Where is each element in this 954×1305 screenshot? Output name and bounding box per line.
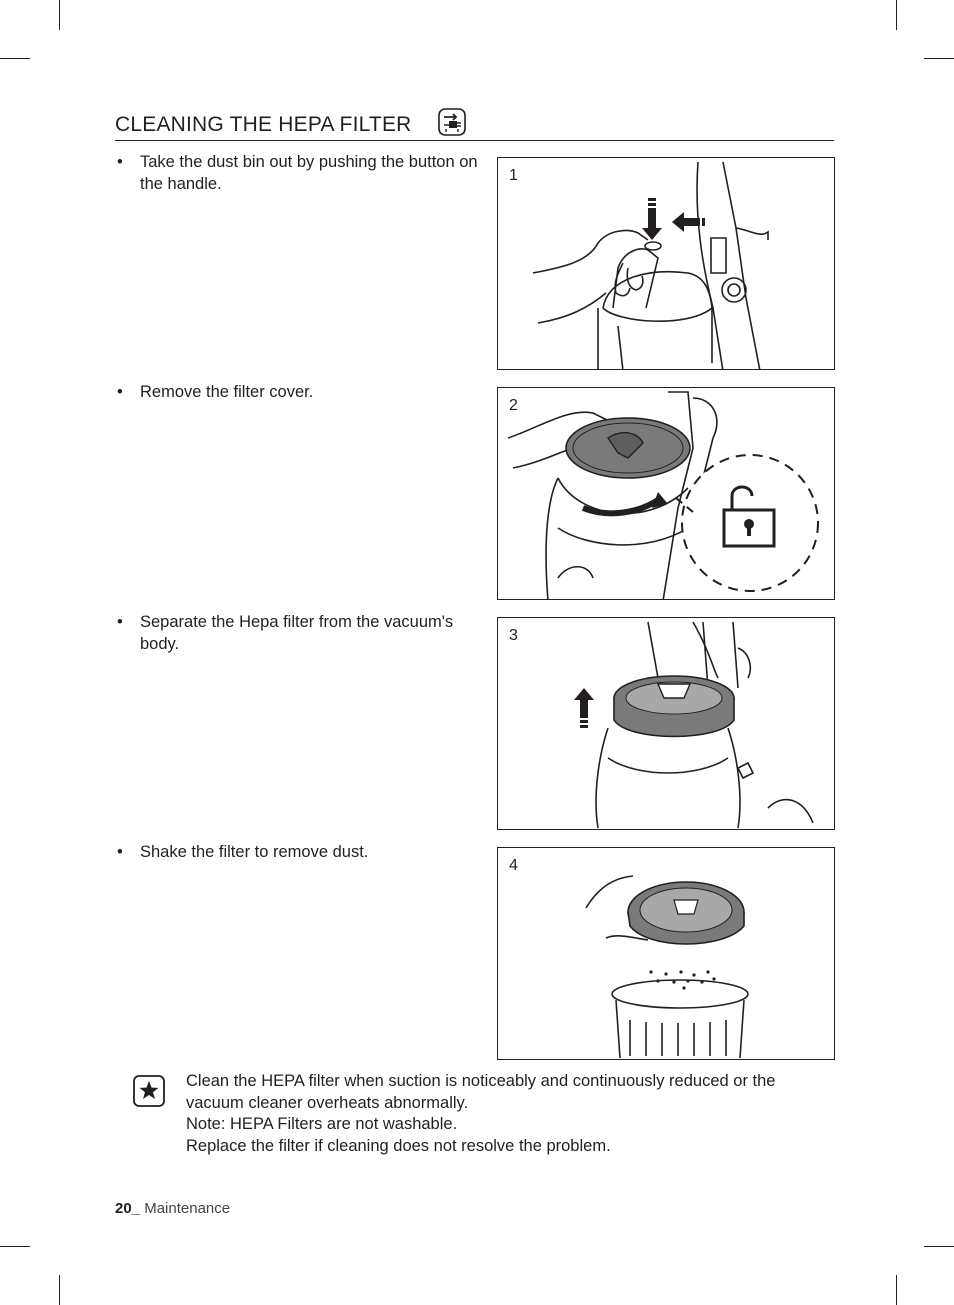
figure-step-4: 4	[497, 847, 835, 1060]
figure-number: 1	[509, 167, 518, 184]
step-4-text: • Shake the filter to remove dust.	[117, 843, 369, 861]
figure-step-1: 1	[497, 157, 835, 370]
crop-mark	[924, 1246, 954, 1247]
note-line: Replace the filter if cleaning does not …	[186, 1136, 611, 1155]
step-3-text: • Separate the Hepa filter from the vacu…	[117, 613, 454, 653]
figure-number: 2	[509, 397, 518, 414]
figure-number: 3	[509, 627, 518, 644]
crop-mark	[0, 58, 30, 59]
note-line: Clean the HEPA filter when suction is no…	[186, 1072, 776, 1112]
illustration-push-button	[532, 161, 769, 369]
crop-mark	[0, 1246, 30, 1247]
illustration-lift-filter	[574, 621, 814, 829]
maintenance-icon	[438, 108, 466, 136]
figure-number: 4	[509, 857, 518, 874]
crop-mark	[896, 0, 897, 30]
note-line: Note: HEPA Filters are not washable.	[186, 1115, 458, 1133]
figure-step-2: 2	[497, 387, 835, 600]
page-footer: 20_ Maintenance	[115, 1200, 230, 1217]
step-1-text: • Take the dust bin out by pushing the b…	[117, 153, 478, 193]
crop-mark	[896, 1275, 897, 1305]
illustration-shake-filter	[585, 875, 749, 1059]
illustration-unlock-cover	[507, 391, 819, 599]
section-header: CLEANING THE HEPA FILTER	[115, 106, 834, 141]
star-note-icon	[133, 1075, 165, 1107]
crop-mark	[924, 58, 954, 59]
note-block: Clean the HEPA filter when suction is no…	[186, 1071, 826, 1157]
page-number: 20_	[115, 1200, 141, 1217]
page-title: CLEANING THE HEPA FILTER	[115, 113, 412, 136]
figure-step-3: 3	[497, 617, 835, 830]
step-2-text: • Remove the filter cover.	[117, 383, 314, 401]
crop-mark	[59, 1275, 60, 1305]
footer-section: Maintenance	[144, 1200, 231, 1217]
crop-mark	[59, 0, 60, 30]
